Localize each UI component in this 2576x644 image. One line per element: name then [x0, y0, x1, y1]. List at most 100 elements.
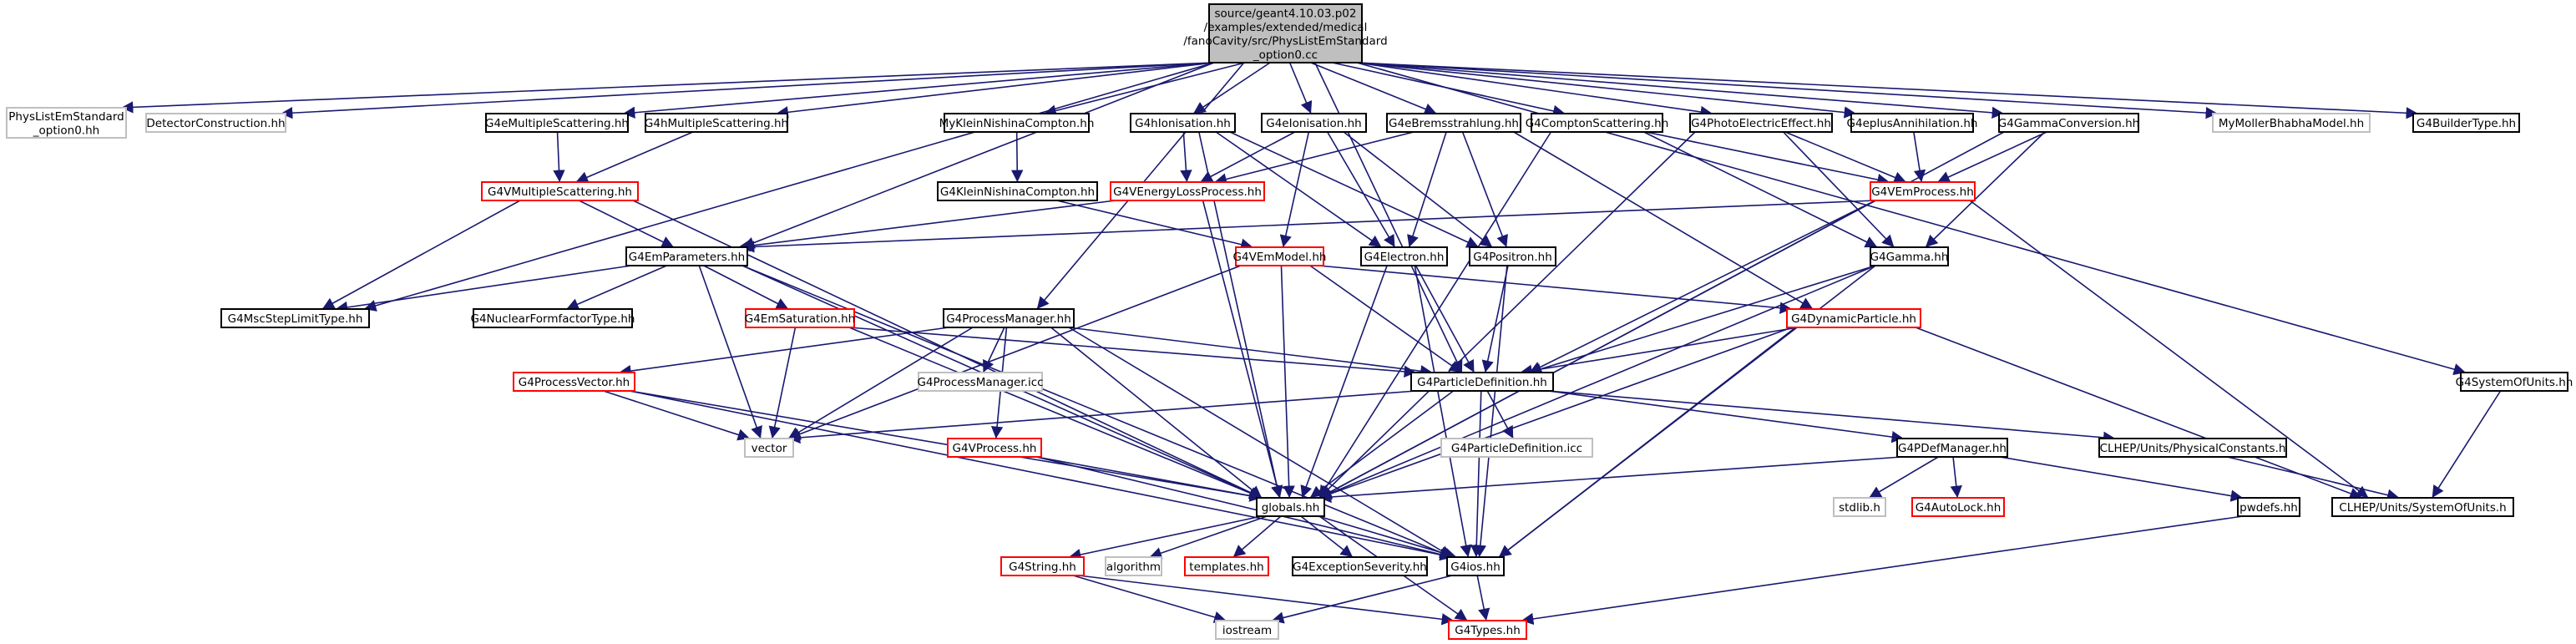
include-edge-mykn-to-g4knc — [1011, 131, 1024, 183]
file-node-g4emsat[interactable]: G4EmSaturation.hh — [745, 308, 856, 328]
file-node-g4vmsc[interactable]: G4VMultipleScattering.hh — [481, 181, 639, 201]
file-node-g4mscstep[interactable]: G4MscStepLimitType.hh — [220, 308, 370, 328]
file-node-box — [1469, 246, 1556, 266]
file-node-g4emparams[interactable]: G4EmParameters.hh — [625, 246, 748, 266]
file-node-mykn[interactable]: MyKleinNishinaCompton.hh — [939, 113, 1095, 133]
file-node-box — [2412, 113, 2520, 133]
include-edge-globals-to-templates — [1232, 515, 1282, 558]
file-node-box — [1105, 556, 1162, 576]
file-node-g4electron[interactable]: G4Electron.hh — [1360, 246, 1448, 266]
include-edge-root-to-g4emms — [622, 62, 1215, 119]
file-node-box — [1448, 620, 1527, 640]
file-node-g4partdeficc[interactable]: G4ParticleDefinition.icc — [1440, 438, 1593, 458]
include-edge-g4compton-to-g4gamma — [1643, 131, 1878, 248]
file-node-g4gamma[interactable]: G4Gamma.hh — [1870, 246, 1949, 266]
include-edge-g4ebrem-to-g4dynpart — [1513, 131, 1814, 310]
file-node-g4sysunits[interactable]: G4SystemOfUnits.hh — [2456, 372, 2573, 392]
file-node-g4string[interactable]: G4String.hh — [1000, 556, 1085, 576]
file-node-box — [1360, 246, 1448, 266]
file-node-g4nuclff[interactable]: G4NuclearFormfactorType.hh — [471, 308, 635, 328]
include-edge-g4vmsc-to-g4mscstep — [321, 200, 521, 310]
file-node-g4gconv[interactable]: G4GammaConversion.hh — [1998, 113, 2139, 133]
file-node-g4photoel[interactable]: G4PhotoElectricEffect.hh — [1689, 113, 1833, 133]
file-node-g4exsev[interactable]: G4ExceptionSeverity.hh — [1292, 556, 1428, 576]
file-node-g4partdef[interactable]: G4ParticleDefinition.hh — [1410, 372, 1554, 392]
file-node-box — [1870, 181, 1976, 201]
include-edge-g4ebrem-to-g4veloss — [1214, 131, 1415, 185]
file-node-box — [481, 181, 639, 201]
file-node-box — [513, 372, 635, 392]
include-edge-g4hms-to-g4vmsc — [575, 131, 694, 183]
include-edge-root-to-mykn — [1044, 62, 1246, 117]
file-node-label: G4ProcessManager.hh — [946, 312, 1071, 326]
file-node-g4ios[interactable]: G4ios.hh — [1446, 556, 1505, 576]
file-node-g4emms[interactable]: G4eMultipleScattering.hh — [485, 113, 629, 133]
include-edge-root-to-g4hion — [1192, 62, 1271, 114]
file-node-pwdefs[interactable]: pwdefs.hh — [2237, 497, 2300, 517]
file-node-root[interactable]: source/geant4.10.03.p02/examples/extende… — [1183, 3, 1388, 63]
file-node-stdlib[interactable]: stdlib.h — [1833, 497, 1886, 517]
file-node-detconst[interactable]: DetectorConstruction.hh — [145, 113, 286, 133]
include-edge-root-to-physliststd — [120, 62, 1215, 114]
file-node-label: G4Positron.hh — [1473, 251, 1552, 264]
file-node-g4procvec[interactable]: G4ProcessVector.hh — [513, 372, 635, 392]
file-node-g4compton[interactable]: G4ComptonScattering.hh — [1526, 113, 1669, 133]
include-edge-clhepphys-to-clhepsys — [2227, 456, 2400, 501]
file-node-g4types[interactable]: G4Types.hh — [1448, 620, 1527, 640]
file-node-label: iostream — [1222, 624, 1272, 637]
file-node-g4hion[interactable]: G4hIonisation.hh — [1130, 113, 1236, 133]
include-edge-g4electron-to-globals — [1300, 265, 1388, 499]
include-edge-g4vemmodel-to-globals — [1280, 265, 1295, 499]
file-node-g4ebrem[interactable]: G4eBremsstrahlung.hh — [1386, 113, 1521, 133]
file-node-iostream[interactable]: iostream — [1215, 620, 1279, 640]
file-node-label: PhysListEmStandard — [8, 110, 124, 124]
include-edge-root-to-g4ebrem — [1310, 62, 1437, 115]
file-node-g4positron[interactable]: G4Positron.hh — [1469, 246, 1556, 266]
include-edge-g4partdef-to-globals — [1309, 390, 1455, 499]
file-node-g4procmanicc[interactable]: G4ProcessManager.icc — [917, 372, 1044, 392]
file-node-g4eplus[interactable]: G4eplusAnnihilation.hh — [1847, 113, 1978, 133]
file-node-box — [1998, 113, 2139, 133]
file-node-g4vemmodel[interactable]: G4VEmModel.hh — [1233, 246, 1327, 266]
include-edge-root-to-g4buildertype — [1356, 62, 2419, 119]
file-node-g4pdefman[interactable]: G4PDefManager.hh — [1896, 438, 2008, 458]
file-node-box — [220, 308, 370, 328]
file-node-label: pwdefs.hh — [2239, 501, 2298, 515]
file-node-g4procman[interactable]: G4ProcessManager.hh — [943, 308, 1075, 328]
file-node-label: G4eplusAnnihilation.hh — [1847, 117, 1978, 130]
include-edge-root-to-g4hms — [776, 62, 1215, 119]
include-edge-g4pdefman-to-stdlib — [1868, 456, 1939, 499]
include-edge-g4hion-to-g4veloss — [1180, 131, 1192, 183]
file-node-box — [944, 113, 1090, 133]
file-node-g4vprocess[interactable]: G4VProcess.hh — [947, 438, 1042, 458]
include-edge-g4procvec-to-g4ios — [629, 390, 1453, 561]
file-node-clhepsys[interactable]: CLHEP/Units/SystemOfUnits.h — [2331, 497, 2514, 517]
file-node-globals[interactable]: globals.hh — [1256, 497, 1325, 517]
file-node-algorithm[interactable]: algorithm — [1105, 556, 1162, 576]
include-edge-g4partdef-to-g4partdeficc — [1486, 390, 1514, 439]
include-edge-g4partdef-to-g4ios — [1470, 390, 1483, 558]
file-node-label: G4hMultipleScattering.hh — [645, 117, 788, 130]
include-edge-g4string-to-iostream — [1073, 575, 1227, 623]
include-edge-g4vemmodel-to-vector — [787, 265, 1242, 440]
file-node-vector[interactable]: vector — [744, 438, 794, 458]
file-node-g4dynpart[interactable]: G4DynamicParticle.hh — [1786, 308, 1921, 328]
file-node-g4vemproc[interactable]: G4VEmProcess.hh — [1870, 181, 1976, 201]
file-node-g4veloss[interactable]: G4VEnergyLossProcess.hh — [1110, 181, 1265, 201]
file-node-label: globals.hh — [1262, 501, 1320, 515]
file-node-g4eion[interactable]: G4eIonisation.hh — [1261, 113, 1367, 133]
file-node-mymoller[interactable]: MyMollerBhabhaModel.hh — [2212, 113, 2371, 133]
file-node-physliststd[interactable]: PhysListEmStandard_option0.hh — [6, 107, 127, 139]
file-node-g4buildertype[interactable]: G4BuilderType.hh — [2412, 113, 2520, 133]
include-edge-g4ios-to-iostream — [1271, 575, 1453, 624]
file-node-label: G4VEnergyLossProcess.hh — [1113, 185, 1262, 199]
file-node-clhepphys[interactable]: CLHEP/Units/PhysicalConstants.h — [2098, 438, 2287, 458]
include-edge-g4vemmodel-to-g4dynpart — [1318, 265, 1793, 314]
file-node-templates[interactable]: templates.hh — [1184, 556, 1269, 576]
file-node-g4autolock[interactable]: G4AutoLock.hh — [1911, 497, 2005, 517]
file-node-g4hms[interactable]: G4hMultipleScattering.hh — [645, 113, 788, 133]
file-node-box — [1256, 497, 1325, 517]
file-node-g4knc[interactable]: G4KleinNishinaCompton.hh — [937, 181, 1098, 201]
file-node-label: G4ParticleDefinition.icc — [1451, 442, 1582, 455]
file-node-label: /fanoCavity/src/PhysListEmStandard — [1183, 34, 1387, 48]
